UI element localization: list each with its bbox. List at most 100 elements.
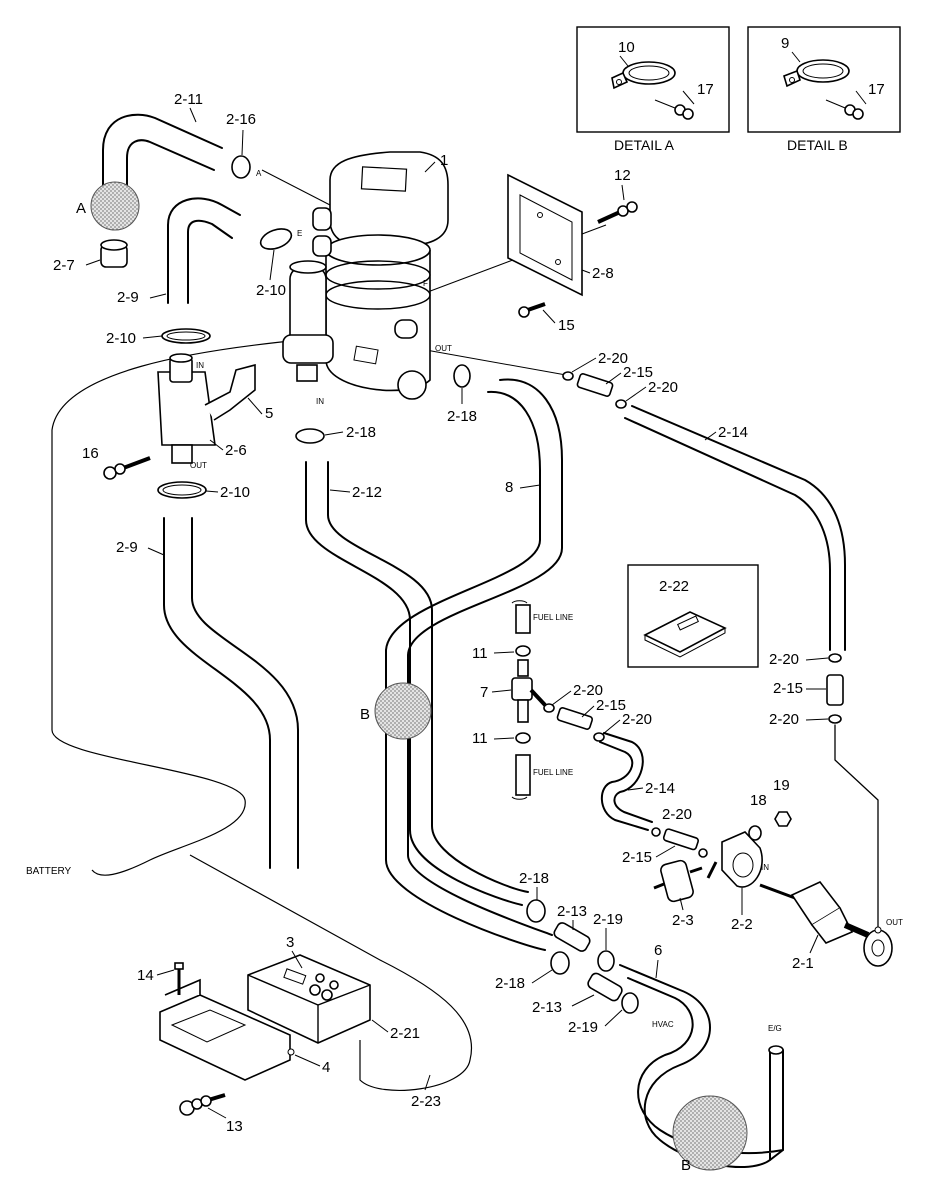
- label-10: 10: [618, 39, 635, 56]
- label-2-10-upper: 2-10: [256, 282, 286, 299]
- label-2-1: 2-1: [792, 955, 814, 972]
- fuel-joint-upper: [562, 371, 627, 409]
- marker-b-upper: [374, 682, 432, 740]
- label-2-13-upper: 2-13: [557, 903, 587, 920]
- label-2-18-a: 2-18: [346, 424, 376, 441]
- label-7: 7: [480, 684, 488, 701]
- label-6: 6: [654, 942, 662, 959]
- manual-box-2-22: [627, 564, 759, 668]
- clamp-2-10-lower: [157, 481, 207, 499]
- fuel-joint-middle: [543, 703, 605, 742]
- fuel-filter-2-6: IN OUT: [157, 353, 256, 470]
- heater-unit-1: [312, 151, 449, 400]
- pipe-2-13-upper: [553, 922, 591, 952]
- label-2-12: 2-12: [352, 484, 382, 501]
- hose-2-14-right: [624, 405, 846, 651]
- bolt-13: [179, 1093, 226, 1116]
- hose-2-9-upper: [167, 197, 241, 304]
- label-2-20-c: 2-20: [769, 651, 799, 668]
- clamp-2-10-upper: [259, 228, 293, 250]
- label-2-9-lower: 2-9: [116, 539, 138, 556]
- hose-2-9-lower: [163, 517, 299, 869]
- label-2-20-a: 2-20: [598, 350, 628, 367]
- pipe-2-13-lower: [587, 972, 623, 1002]
- marker-b-upper-label: B: [360, 706, 370, 723]
- label-2-15-c: 2-15: [596, 697, 626, 714]
- label-12: 12: [614, 167, 631, 184]
- marker-a-label: A: [76, 200, 86, 217]
- detail-a-caption: DETAIL A: [614, 137, 675, 153]
- label-2-22: 2-22: [659, 578, 689, 595]
- label-2-14-b: 2-14: [645, 780, 675, 797]
- label-9: 9: [781, 35, 789, 52]
- washer-18: [748, 825, 762, 841]
- detail-b-caption: DETAIL B: [787, 137, 848, 153]
- wire-harness: [51, 339, 301, 876]
- label-15: 15: [558, 317, 575, 334]
- label-13: 13: [226, 1118, 243, 1135]
- label-2-9-upper: 2-9: [117, 289, 139, 306]
- label-1: 1: [440, 152, 448, 169]
- label-2-20-d: 2-20: [769, 711, 799, 728]
- caption-out-pump: OUT: [886, 918, 903, 927]
- hose-2-11: [102, 113, 223, 206]
- caption-eg: E/G: [768, 1024, 782, 1033]
- label-2-15-b: 2-15: [773, 680, 803, 697]
- label-11-top: 11: [472, 645, 488, 662]
- marker-b-lower-label: B: [681, 1157, 691, 1174]
- clamp-2-18-a: [295, 428, 325, 444]
- wire-2-23: [189, 854, 473, 1091]
- label-2-23: 2-23: [411, 1093, 441, 1110]
- caption-in-heater: IN: [196, 361, 204, 370]
- port-a: A: [256, 169, 262, 178]
- label-11-bottom: 11: [472, 730, 488, 747]
- fuel-filter-cylinder: IN: [282, 260, 334, 406]
- fuel-joint-right: [826, 653, 844, 724]
- hose-8: [385, 378, 563, 951]
- label-14: 14: [137, 967, 154, 984]
- clamp-2-18-c: [526, 899, 546, 923]
- label-2-20-b: 2-20: [648, 379, 678, 396]
- label-2-19-lower: 2-19: [568, 1019, 598, 1036]
- fuel-line-top-caption: FUEL LINE: [533, 613, 573, 622]
- label-2-18-c: 2-18: [519, 870, 549, 887]
- label-2-15-d: 2-15: [622, 849, 652, 866]
- clamp-2-18-d: [550, 951, 570, 975]
- label-2-8: 2-8: [592, 265, 614, 282]
- port-e: E: [297, 229, 302, 238]
- label-4: 4: [322, 1059, 330, 1076]
- label-5: 5: [265, 405, 273, 422]
- detail-b-box: [747, 26, 901, 133]
- label-2-18-d: 2-18: [495, 975, 525, 992]
- label-2-14-a: 2-14: [718, 424, 748, 441]
- marker-b-lower: [672, 1095, 748, 1171]
- label-2-3: 2-3: [672, 912, 694, 929]
- label-16: 16: [82, 445, 99, 462]
- damper-2-3: [653, 859, 703, 903]
- screw-14: [174, 962, 184, 995]
- marker-a: [90, 181, 140, 231]
- caption-hvac: HVAC: [652, 1020, 674, 1029]
- label-2-16: 2-16: [226, 111, 256, 128]
- label-2-11: 2-11: [174, 91, 203, 108]
- label-2-10-lower: 2-10: [220, 484, 250, 501]
- label-19: 19: [773, 777, 790, 794]
- clamp-2-10-middle: [161, 328, 211, 344]
- detail-a-box: [576, 26, 730, 133]
- label-2-20-e: 2-20: [573, 682, 603, 699]
- caption-in-pump: IN: [761, 863, 769, 872]
- cap-2-7: [100, 239, 128, 268]
- bracket-4: [159, 978, 295, 1081]
- fuel-joint-lower: [651, 827, 708, 858]
- bolt-16: [103, 456, 151, 480]
- fuel-line-bottom-caption: FUEL LINE: [533, 768, 573, 777]
- label-2-13-lower: 2-13: [532, 999, 562, 1016]
- caption-battery: BATTERY: [26, 866, 72, 877]
- label-2-6: 2-6: [225, 442, 247, 459]
- hose-2-14-lower: [599, 732, 653, 831]
- controller-2-21: [247, 954, 371, 1044]
- label-2-20-g: 2-20: [662, 806, 692, 823]
- label-18: 18: [750, 792, 767, 809]
- clamp-2-18-b: [453, 364, 471, 388]
